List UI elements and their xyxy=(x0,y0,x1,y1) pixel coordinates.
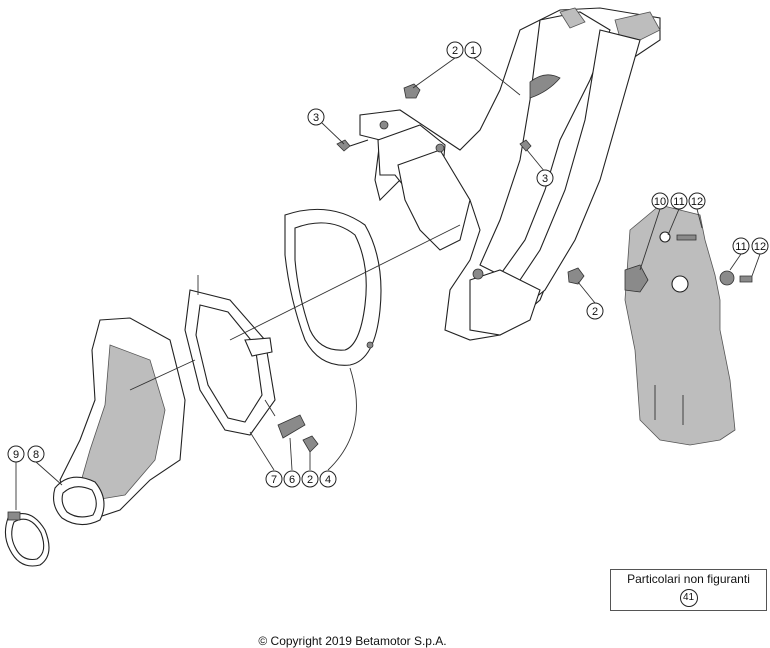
svg-text:1: 1 xyxy=(470,45,476,57)
callout-12: 12 xyxy=(688,192,706,210)
svg-text:3: 3 xyxy=(313,112,319,124)
svg-text:11: 11 xyxy=(735,241,746,253)
callout-6: 6 xyxy=(283,470,301,488)
svg-text:12: 12 xyxy=(691,196,703,208)
parts-not-shown-label: Particolari non figuranti xyxy=(627,572,750,586)
callout-10: 10 xyxy=(651,192,669,210)
callout-bubbles: 2 1 3 3 2 10 11 12 11 12 9 8 7 6 2 4 xyxy=(7,41,769,488)
filter-ring-part xyxy=(284,208,382,366)
callout-12: 12 xyxy=(751,237,769,255)
cover-screws-group xyxy=(676,234,753,286)
callout-8: 8 xyxy=(27,445,45,463)
callout-2: 2 xyxy=(586,302,604,320)
svg-text:2: 2 xyxy=(452,45,458,57)
callout-11: 11 xyxy=(732,237,750,255)
filter-cage-part xyxy=(184,275,319,453)
callout-3: 3 xyxy=(536,169,554,187)
callout-2: 2 xyxy=(446,41,464,59)
parts-not-shown-box: Particolari non figuranti 41 xyxy=(610,569,767,611)
callout-7: 7 xyxy=(265,470,283,488)
side-cover-part xyxy=(624,204,736,446)
intake-boot-part xyxy=(53,317,186,526)
svg-text:12: 12 xyxy=(754,241,766,253)
leader-lines xyxy=(15,57,761,510)
fasteners-group xyxy=(336,83,585,285)
svg-text:9: 9 xyxy=(13,449,19,461)
callout-4: 4 xyxy=(319,470,337,488)
svg-text:10: 10 xyxy=(654,196,666,208)
callout-2: 2 xyxy=(301,470,319,488)
frame-part xyxy=(359,7,661,341)
svg-text:6: 6 xyxy=(289,474,295,486)
svg-text:2: 2 xyxy=(592,306,598,318)
svg-text:4: 4 xyxy=(325,474,331,486)
svg-text:8: 8 xyxy=(33,449,39,461)
callout-1: 1 xyxy=(464,41,482,59)
hose-clamp-part xyxy=(4,511,50,567)
svg-text:7: 7 xyxy=(271,474,277,486)
copyright-text: © Copyright 2019 Betamotor S.p.A. xyxy=(258,634,447,648)
callout-11: 11 xyxy=(670,192,688,210)
callout-3: 3 xyxy=(307,108,325,126)
svg-text:11: 11 xyxy=(673,196,684,208)
callout-9: 9 xyxy=(7,445,25,463)
parts-not-shown-number: 41 xyxy=(679,589,698,607)
svg-text:2: 2 xyxy=(307,474,313,486)
svg-text:3: 3 xyxy=(542,173,548,185)
